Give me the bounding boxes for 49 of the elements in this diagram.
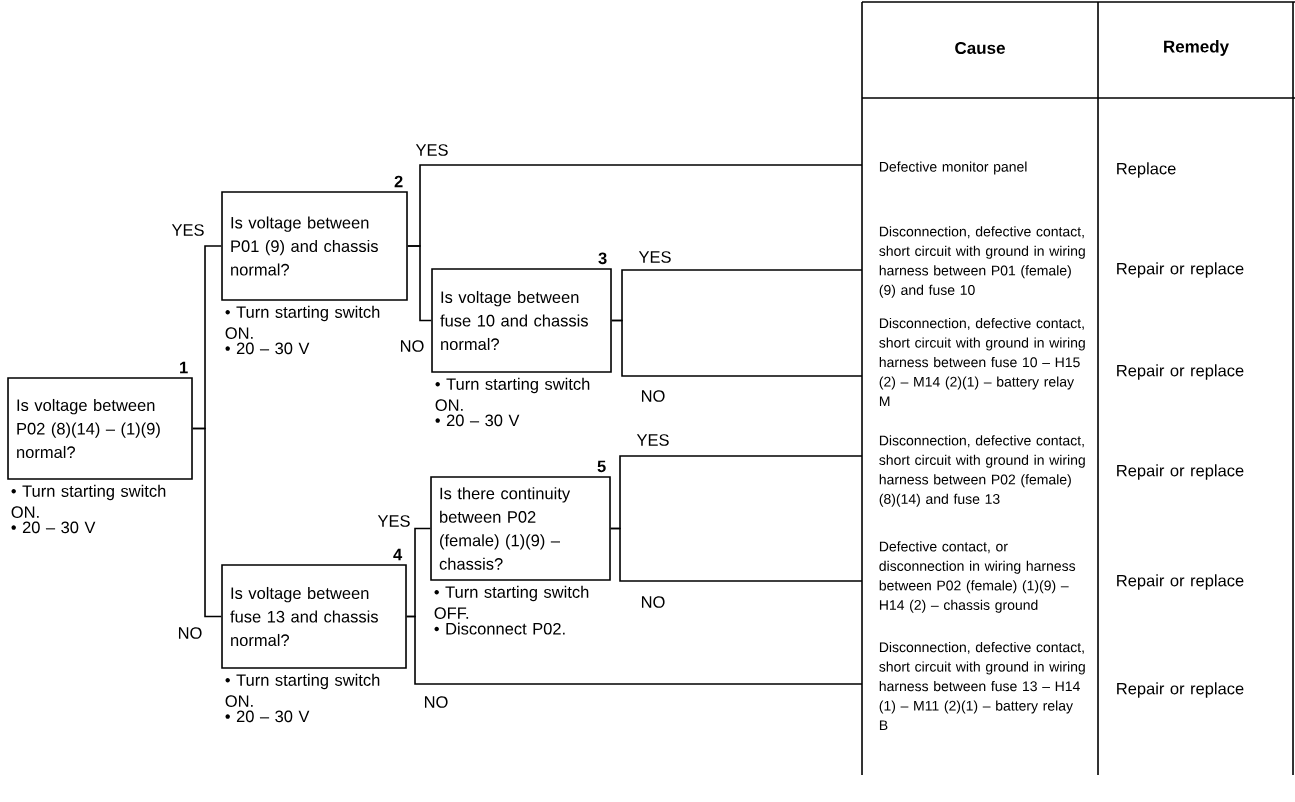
cause-text: Disconnection, defective contact, short circuit with ground in wiring harness between fuse 10 – H15 (2) – M14 (2)(1) – battery relay M xyxy=(879,317,1085,407)
step-number: 2 xyxy=(394,175,403,188)
step-number: 5 xyxy=(597,460,606,473)
question-box: Is voltage between fuse 13 and chassis normal? xyxy=(221,564,407,669)
cause-text: Defective contact, or disconnection in wiring harness between P02 (female) (1)(9) – H14 (2) – chassis ground xyxy=(879,541,1076,613)
edge-label: NO xyxy=(398,339,426,353)
edge-label: YES xyxy=(414,143,450,157)
step-number: 4 xyxy=(393,548,403,561)
note-text: • 20 – 30 V xyxy=(225,342,310,355)
note-text: • Turn starting switch ON. xyxy=(11,484,166,518)
note-text: • 20 – 30 V xyxy=(435,414,520,427)
edge-label: NO xyxy=(639,389,667,403)
step-number: 1 xyxy=(180,361,188,374)
edge-label: YES xyxy=(376,514,412,528)
edge-label: NO xyxy=(639,595,667,609)
cause-text: Defective monitor panel xyxy=(879,161,1027,175)
remedy-text: Repair or replace xyxy=(1117,682,1244,698)
remedy-text: Replace xyxy=(1117,162,1176,178)
cause-text: Disconnection, defective contact, short circuit with ground in wiring harness between fuse 13 – H14 (1) – M11 (2)(1) – battery relay B xyxy=(879,641,1085,731)
remedy-text: Repair or replace xyxy=(1117,262,1244,278)
question-box: Is voltage between P01 (9) and chassis normal? xyxy=(221,191,408,301)
note-text: • Turn starting switch ON. xyxy=(225,673,380,707)
edge-label: NO xyxy=(422,695,450,709)
cause-text: Disconnection, defective contact, short circuit with ground in wiring harness between P02 (female) (8)(14) and fuse 13 xyxy=(879,435,1085,507)
edge-label: YES xyxy=(170,223,206,237)
column-header: Cause xyxy=(955,42,1005,54)
note-text: • Turn starting switch ON. xyxy=(435,377,590,411)
remedy-text: Repair or replace xyxy=(1117,364,1244,380)
branch-line xyxy=(407,245,432,322)
note-text: • Turn starting switch OFF. xyxy=(434,585,589,619)
question-box: Is voltage between P02 (8)(14) – (1)(9) normal? xyxy=(7,377,193,480)
edge-label: YES xyxy=(637,250,673,264)
branch-line xyxy=(611,319,863,377)
branch-line xyxy=(610,527,863,582)
question-box: Is there continuity between P02 (female) (1)(9) – chassis? xyxy=(430,476,611,581)
remedy-text: Repair or replace xyxy=(1117,574,1244,590)
branch-line xyxy=(192,427,222,618)
question-box: Is voltage between fuse 10 and chassis normal? xyxy=(431,268,612,373)
cause-text: Disconnection, defective contact, short circuit with ground in wiring harness between P01 (female) (9) and fuse 10 xyxy=(879,226,1085,298)
remedy-text: Repair or replace xyxy=(1117,464,1244,480)
branch-line xyxy=(406,615,863,685)
note-text: • Disconnect P02. xyxy=(434,622,565,635)
note-text: • 20 – 30 V xyxy=(225,710,310,723)
edge-label: NO xyxy=(176,626,204,640)
column-header: Remedy xyxy=(1164,40,1229,56)
note-text: • Turn starting switch ON. xyxy=(225,305,380,339)
step-number: 3 xyxy=(598,252,607,265)
note-text: • 20 – 30 V xyxy=(11,521,96,534)
edge-label: YES xyxy=(635,433,671,447)
